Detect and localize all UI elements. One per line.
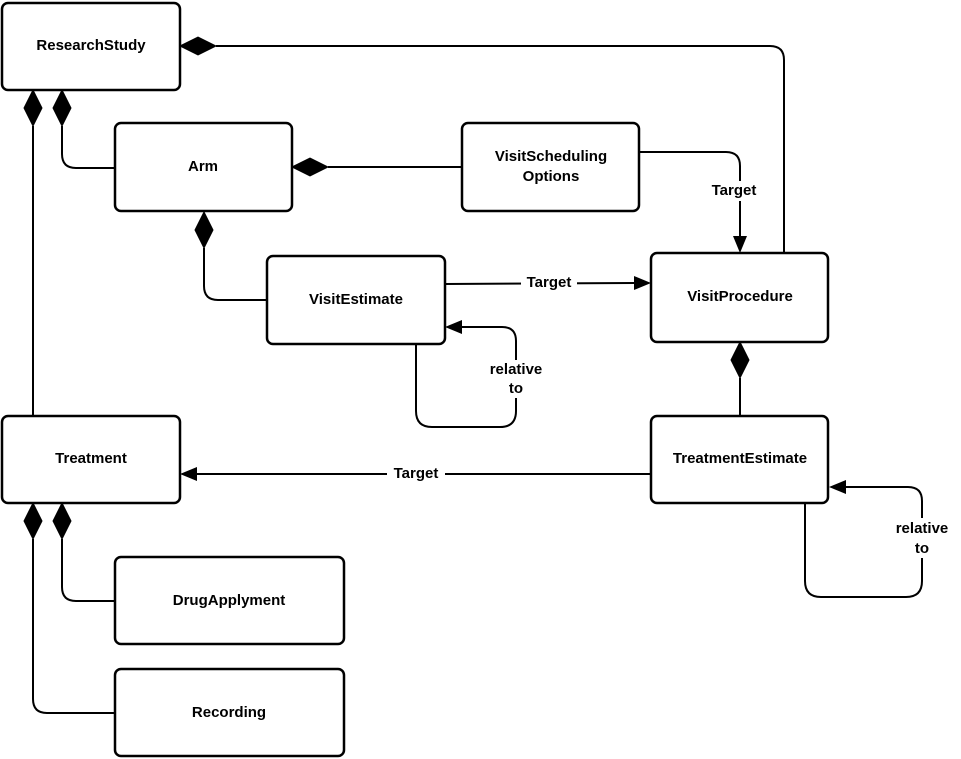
- node-arm-label: Arm: [188, 158, 218, 175]
- edge-label-treatmentestimate-relative-line1: relative: [896, 520, 949, 537]
- node-treatment-label: Treatment: [55, 450, 127, 467]
- edge-label-visitestimate-relative-line1: relative: [490, 361, 543, 378]
- edge-treatment-recording: [32, 539, 115, 714]
- arrowhead-visitprocedure-top: [733, 236, 747, 253]
- arrowhead-treatmentestimate-self: [829, 480, 846, 494]
- node-treatmentestimate[interactable]: TreatmentEstimate: [649, 414, 830, 505]
- edge-visitschedulingoptions-visitprocedure: [639, 151, 741, 236]
- node-treatmentestimate-label: TreatmentEstimate: [673, 450, 807, 467]
- node-researchstudy-label: ResearchStudy: [36, 37, 146, 54]
- arrowhead-visitestimate-self: [445, 320, 462, 334]
- node-visitschedulingoptions-label-line1: VisitScheduling: [495, 148, 607, 165]
- node-recording[interactable]: Recording: [113, 667, 346, 758]
- node-drugapplyment-label: DrugApplyment: [173, 592, 286, 609]
- node-arm[interactable]: Arm: [113, 121, 294, 213]
- node-visitestimate-label: VisitEstimate: [309, 291, 403, 308]
- edge-arm-visitestimate: [203, 248, 267, 301]
- node-visitschedulingoptions[interactable]: VisitScheduling Options: [460, 121, 641, 213]
- composition-diamond-treatment-drugapplyment: [52, 501, 72, 541]
- node-recording-label: Recording: [192, 704, 266, 721]
- edge-label-visitestimate-target: Target: [527, 274, 572, 291]
- composition-diamond-arm-bottom: [194, 210, 214, 250]
- edge-label-scheduling-target: Target: [712, 182, 757, 199]
- arrowhead-visitprocedure-left: [634, 276, 651, 290]
- node-visitschedulingoptions-label-line2: Options: [523, 168, 580, 185]
- edge-label-treatmentestimate-relative-line2: to: [915, 540, 929, 557]
- composition-diamond-visitprocedure-bottom: [730, 340, 750, 380]
- composition-diamond-treatment-recording: [23, 501, 43, 541]
- edge-label-visitestimate-relative-line2: to: [509, 380, 523, 397]
- composition-diamond-researchstudy-right: [178, 36, 218, 56]
- edge-researchstudy-visitprocedure: [216, 45, 785, 253]
- node-treatment[interactable]: Treatment: [0, 414, 182, 505]
- composition-diamond-arm-right: [290, 157, 330, 177]
- node-visitestimate[interactable]: VisitEstimate: [265, 254, 447, 346]
- edge-treatmentestimate-relative-to: [804, 486, 923, 598]
- composition-diamond-researchstudy-arm: [52, 88, 72, 128]
- edge-label-treatmentestimate-target: Target: [394, 465, 439, 482]
- edge-researchstudy-arm: [61, 126, 115, 169]
- node-researchstudy[interactable]: ResearchStudy: [0, 1, 182, 92]
- composition-diamond-researchstudy-treatment: [23, 88, 43, 128]
- edge-treatment-drugapplyment: [61, 539, 115, 602]
- arrowhead-treatment-right: [180, 467, 197, 481]
- node-drugapplyment[interactable]: DrugApplyment: [113, 555, 346, 646]
- node-visitprocedure-label: VisitProcedure: [687, 288, 793, 305]
- node-visitprocedure[interactable]: VisitProcedure: [649, 251, 830, 344]
- edge-visitestimate-relative-to: [415, 326, 517, 428]
